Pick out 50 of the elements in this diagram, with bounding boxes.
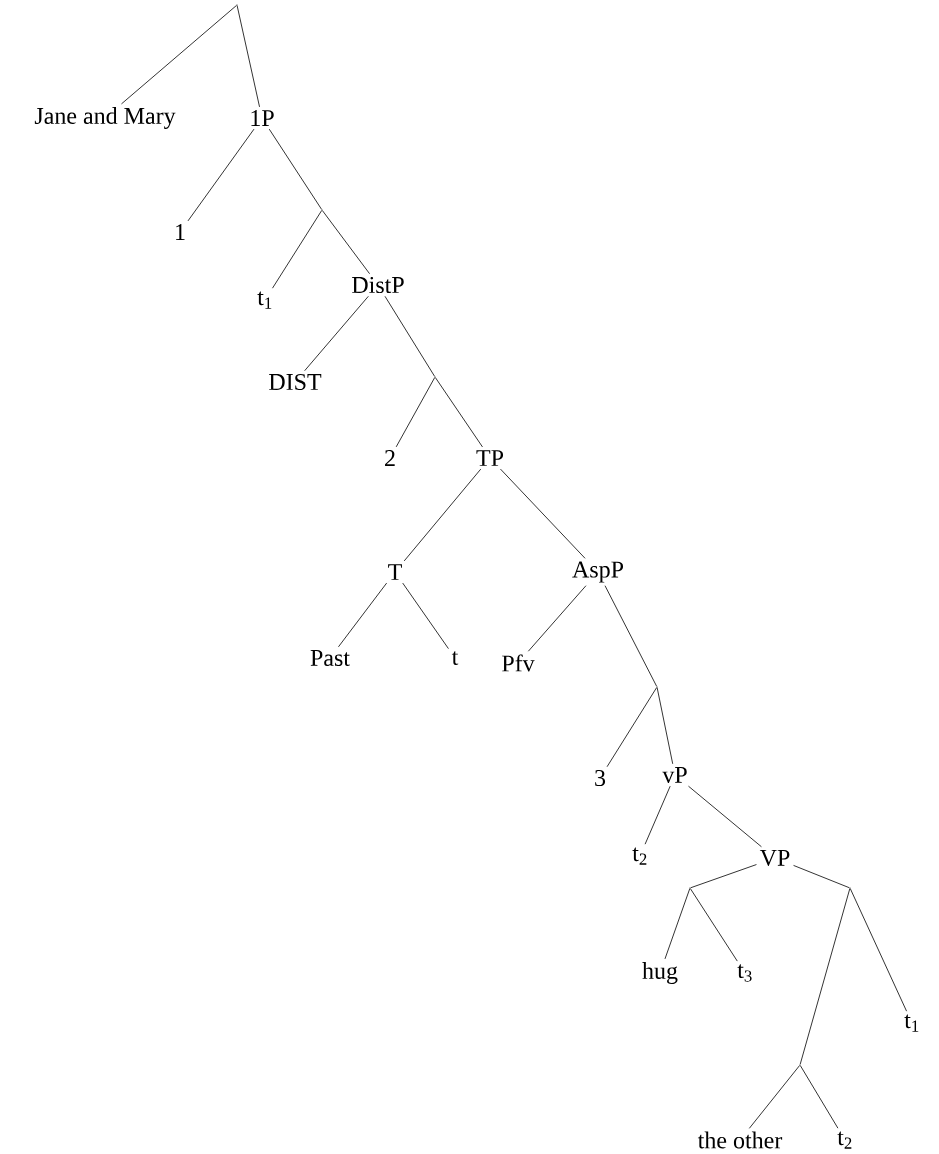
tree-branch bbox=[338, 582, 388, 648]
tree-branch bbox=[664, 888, 691, 960]
tree-label: AspP bbox=[572, 561, 624, 583]
tree-branch bbox=[690, 864, 757, 889]
tree-label: 1 bbox=[176, 224, 185, 240]
tree-branch bbox=[656, 687, 674, 765]
tree-branch bbox=[527, 585, 587, 652]
tree-branch bbox=[402, 582, 449, 650]
tree-branch bbox=[644, 785, 671, 845]
tree-label: VP bbox=[759, 849, 790, 867]
tree-branch bbox=[236, 5, 260, 108]
tree-branch bbox=[403, 468, 482, 562]
tree-label: hug bbox=[642, 962, 678, 984]
tree-branch bbox=[849, 888, 907, 1012]
tree-branch bbox=[384, 295, 435, 377]
tree-branch bbox=[268, 128, 322, 210]
tree-branch bbox=[322, 210, 370, 275]
tree-branch bbox=[500, 468, 586, 559]
tree-branch bbox=[793, 865, 850, 889]
tree-label: Jane and Mary bbox=[34, 107, 176, 129]
tree-label: vP bbox=[662, 767, 687, 783]
tree-label: 3 bbox=[595, 769, 606, 787]
tree-label: Past bbox=[310, 650, 350, 666]
tree-label: the other bbox=[697, 1131, 783, 1149]
tree-branch bbox=[187, 128, 255, 222]
tree-label: 1P bbox=[251, 110, 274, 126]
tree-branch bbox=[604, 585, 658, 687]
tree-label: t$_{2}$ bbox=[632, 847, 647, 865]
tree-branch bbox=[272, 210, 322, 289]
tree-label: t$_{1}$ bbox=[257, 291, 272, 309]
tree-branch bbox=[435, 377, 483, 448]
tree-label: t$_{2}$ bbox=[837, 1131, 852, 1149]
tree-label: t$_{1}$ bbox=[904, 1014, 919, 1032]
tree-label: t$_{3}$ bbox=[737, 964, 752, 982]
tree-label: DIST bbox=[269, 373, 322, 391]
tree-label: DistP bbox=[352, 276, 404, 294]
tree-branch bbox=[688, 785, 762, 848]
tree-label: t bbox=[451, 651, 459, 665]
tree-label: T bbox=[388, 564, 402, 580]
tree-branch bbox=[395, 377, 435, 448]
tree-branch bbox=[121, 5, 237, 105]
tree-branch bbox=[800, 1065, 839, 1129]
tree-label: 2 bbox=[385, 450, 395, 466]
tree-branch bbox=[799, 888, 851, 1065]
tree-branch bbox=[748, 1065, 800, 1129]
tree-branch bbox=[304, 295, 369, 372]
tree-branch bbox=[690, 888, 738, 962]
tree-branch bbox=[606, 687, 657, 768]
tree-label: TP bbox=[476, 450, 504, 466]
tree-label: Pfv bbox=[502, 654, 535, 672]
